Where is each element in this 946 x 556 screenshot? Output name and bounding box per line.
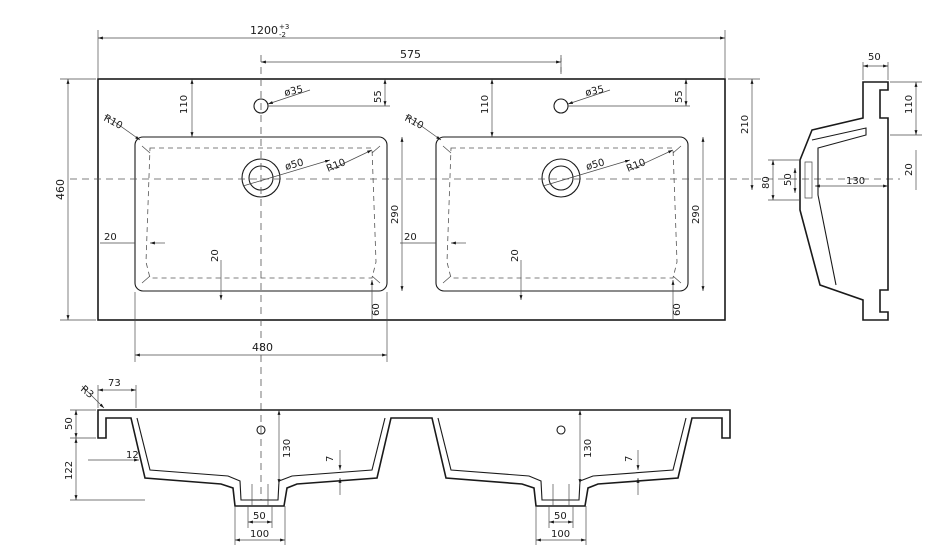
label-overall-width: 1200 — [250, 24, 278, 37]
label-outlet-outer-right: 100 — [551, 529, 570, 540]
section-left-bowl-inner — [136, 417, 386, 501]
left-bowl-corner-lines — [141, 145, 381, 284]
label-section-lip: 12 — [126, 450, 139, 461]
right-bowl-inner-dashed — [446, 147, 678, 279]
label-side-margin-right: 20 — [404, 232, 417, 243]
label-depth: 460 — [54, 179, 67, 200]
leader-drain-dia-right — [542, 159, 631, 187]
label-front-edge-right: 60 — [672, 303, 683, 316]
label-center-distance: 575 — [400, 48, 421, 61]
label-outlet-inner-left: 50 — [253, 511, 266, 522]
label-side-margin-left: 20 — [104, 232, 117, 243]
label-bottom-inner-right: 20 — [510, 249, 521, 262]
label-tap-dia-left: ø35 — [283, 84, 304, 99]
label-bowl-depth-right: 290 — [691, 205, 702, 224]
label-bowl-width: 480 — [252, 341, 273, 354]
right-tap-hole — [553, 98, 569, 114]
label-tol-plus: +3 — [279, 23, 289, 31]
label-tap-offset-right: 110 — [480, 95, 491, 114]
leader-radius-outer-right — [405, 114, 442, 141]
section-left-overflow — [256, 425, 266, 435]
left-bowl-inner-dashed — [145, 147, 377, 279]
leader-tap-dia-right — [567, 89, 611, 105]
label-tap-offset-left: 110 — [179, 95, 190, 114]
countertop-outline — [97, 78, 726, 321]
leader-radius-outer-left — [104, 114, 141, 141]
side-profile-inner — [811, 127, 867, 286]
label-overflow-offset: 130 — [846, 176, 865, 187]
label-drain-dia-right: ø50 — [585, 157, 606, 173]
label-side-top-width: 50 — [868, 52, 881, 63]
leader-tap-dia-left — [267, 89, 311, 105]
label-tap-edge-right: 55 — [674, 90, 685, 103]
label-section-edge: 73 — [108, 378, 121, 389]
left-bowl-outline — [134, 136, 388, 292]
label-section-top: 50 — [64, 417, 75, 430]
label-section-slope-right: 7 — [624, 456, 635, 462]
left-drain-outer — [241, 158, 281, 198]
label-drain-dia-left: ø50 — [284, 157, 305, 173]
label-drain-position: 210 — [740, 115, 751, 134]
label-tap-dia-right: ø35 — [584, 84, 605, 99]
label-section-height: 122 — [64, 461, 75, 480]
leader-drain-dia-left — [242, 159, 331, 187]
section-right-overflow — [556, 425, 566, 435]
label-radius-outer-right: R10 — [403, 113, 426, 132]
section-view: R3 73 50 122 12 130 7 130 7 — [64, 378, 731, 545]
label-tol-minus: -2 — [279, 31, 286, 39]
label-rim-small: 50 — [783, 173, 794, 186]
label-section-bowl-depth-right: 130 — [583, 439, 594, 458]
label-radius-outer-left: R10 — [102, 113, 125, 132]
leader-section-radius — [81, 385, 105, 409]
leader-radius-inner-left — [329, 149, 373, 171]
leader-radius-inner-right — [629, 149, 674, 171]
label-side-top-height: 110 — [904, 95, 915, 114]
side-profile-outline — [799, 81, 889, 321]
right-drain-inner — [548, 165, 574, 191]
label-bottom-inner-left: 20 — [210, 249, 221, 262]
label-section-slope-left: 7 — [325, 456, 336, 462]
label-section-bowl-depth-left: 130 — [282, 439, 293, 458]
right-bowl-outline — [435, 136, 689, 292]
label-outlet-inner-right: 50 — [554, 511, 567, 522]
label-section-radius: R3 — [78, 384, 95, 401]
label-radius-inner-right: R10 — [625, 157, 647, 175]
side-overflow-box — [804, 161, 813, 199]
label-tap-edge-left: 55 — [373, 90, 384, 103]
section-outline — [97, 409, 731, 507]
label-rim-height: 80 — [761, 176, 772, 189]
label-side-wall: 20 — [904, 163, 915, 176]
side-view: 80 50 130 50 110 20 — [761, 52, 922, 321]
label-outlet-outer-left: 100 — [250, 529, 269, 540]
label-bowl-depth-left: 290 — [390, 205, 401, 224]
right-drain-outer — [541, 158, 581, 198]
right-bowl-corner-lines — [442, 145, 682, 284]
section-right-bowl-inner — [437, 417, 687, 501]
label-radius-inner-left: R10 — [325, 157, 347, 175]
label-front-edge-left: 60 — [371, 303, 382, 316]
plan-view: 1200 +3 -2 575 460 110 55 ø35 ø50 R10 R1… — [54, 23, 900, 500]
